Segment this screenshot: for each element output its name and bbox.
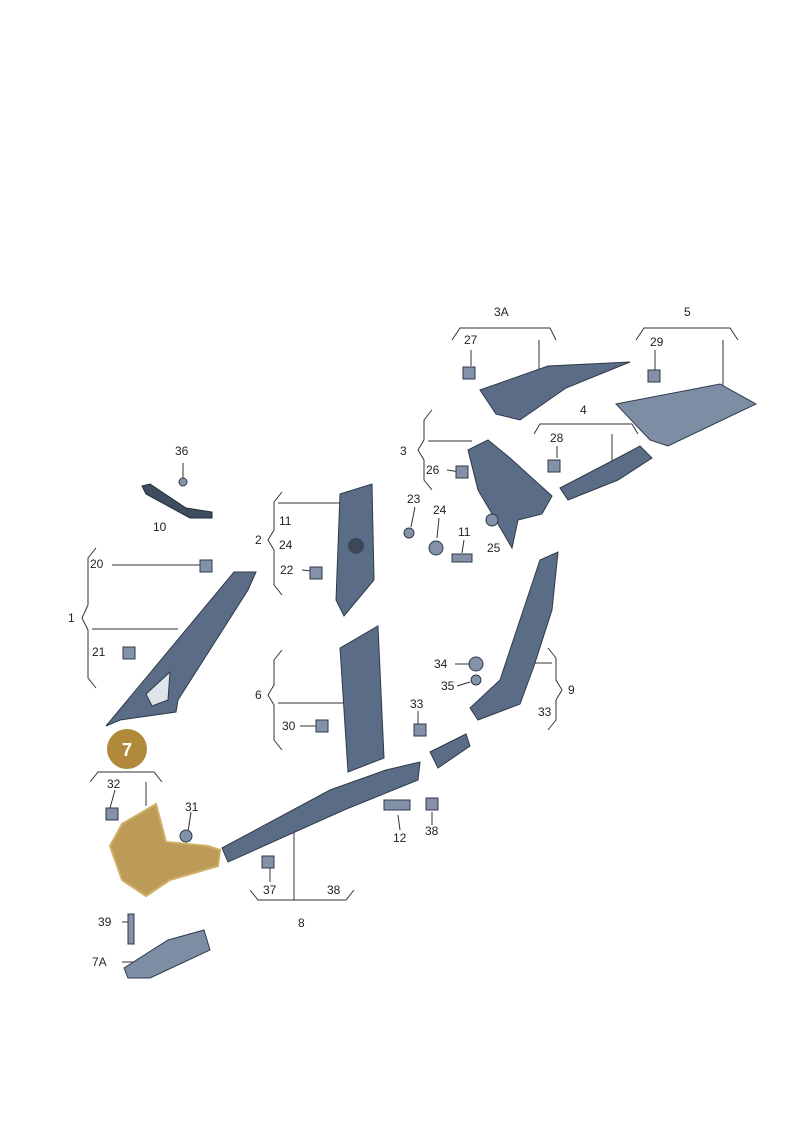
label-9: 9	[568, 683, 575, 697]
part-1-trim	[105, 571, 257, 727]
clip-21	[122, 646, 136, 660]
leader-lines	[81, 327, 739, 963]
clip-12	[383, 799, 411, 811]
clip-31	[179, 829, 193, 843]
label-11b: 11	[458, 525, 471, 539]
badge-label: 7	[122, 740, 132, 760]
highlight-badge: 7	[107, 729, 147, 769]
label-34: 34	[434, 657, 448, 671]
parts	[105, 361, 758, 979]
label-10: 10	[153, 520, 167, 534]
clip-37	[261, 855, 275, 869]
label-20: 20	[90, 557, 104, 571]
part-10-bracket	[141, 483, 213, 519]
label-26: 26	[426, 463, 440, 477]
label-12: 12	[393, 831, 407, 845]
clip-20	[199, 559, 213, 573]
label-32: 32	[107, 777, 121, 791]
part-3-trim	[467, 439, 553, 550]
clip-38	[425, 797, 439, 811]
label-31: 31	[185, 800, 199, 814]
label-25: 25	[487, 541, 501, 555]
part-7-kick-panel	[108, 802, 222, 898]
clip-27	[462, 366, 476, 380]
part-3A-trim	[479, 361, 631, 421]
clip-34	[468, 656, 484, 672]
part-8-sill	[221, 761, 421, 863]
label-38b: 38	[425, 824, 439, 838]
label-33: 33	[410, 697, 424, 711]
label-29: 29	[650, 335, 664, 349]
label-38: 38	[327, 883, 341, 897]
part-5-trim	[615, 383, 758, 447]
clip-36	[178, 477, 188, 487]
label-3A: 3A	[494, 305, 509, 319]
badge-circle	[107, 729, 147, 769]
label-11: 11	[279, 514, 292, 528]
label-8: 8	[298, 916, 305, 930]
label-21: 21	[92, 645, 106, 659]
clip-22	[309, 566, 323, 580]
label-30: 30	[282, 719, 296, 733]
clip-24	[428, 540, 444, 556]
clip-29	[647, 369, 661, 383]
clip-26	[455, 465, 469, 479]
label-23: 23	[407, 492, 421, 506]
part-6-trim	[339, 625, 385, 773]
label-24b: 24	[433, 503, 447, 517]
label-27: 27	[464, 333, 478, 347]
clip-33	[413, 723, 427, 737]
part-4-trim	[559, 445, 653, 501]
part-33-connector	[429, 733, 471, 769]
label-36: 36	[175, 444, 189, 458]
label-7A: 7A	[92, 955, 107, 969]
label-35: 35	[441, 679, 455, 693]
label-4: 4	[580, 403, 587, 417]
clip-28	[547, 459, 561, 473]
label-22: 22	[280, 563, 294, 577]
part-1-insert	[145, 670, 171, 707]
label-39: 39	[98, 915, 112, 929]
part-7A-sill-end	[123, 929, 211, 979]
clip-32	[105, 807, 119, 821]
label-6: 6	[255, 688, 262, 702]
label-28: 28	[550, 431, 564, 445]
clip-25	[485, 513, 499, 527]
screw-39	[127, 913, 135, 945]
label-1: 1	[68, 611, 75, 625]
clip-30	[315, 719, 329, 733]
label-24: 24	[279, 538, 293, 552]
screw-23	[403, 527, 415, 539]
label-3: 3	[400, 444, 407, 458]
clip-35	[470, 674, 482, 686]
label-2: 2	[255, 533, 262, 547]
label-37: 37	[263, 883, 277, 897]
clip-11	[451, 553, 473, 563]
label-33r: 33	[538, 705, 552, 719]
part-9-trim	[469, 551, 559, 721]
callout-labels: 3A 5 27 29 4 28 3 26 36 10 23 24 11 25 2…	[68, 305, 691, 969]
belt-guide	[348, 538, 364, 554]
label-5: 5	[684, 305, 691, 319]
